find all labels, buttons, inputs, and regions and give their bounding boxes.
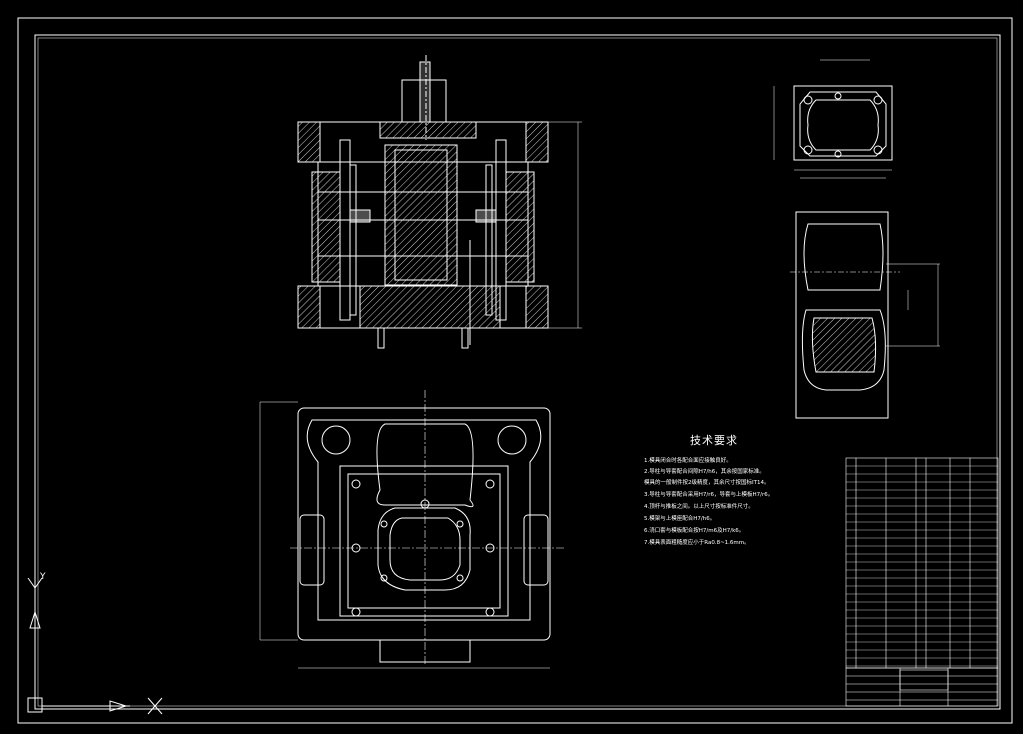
tech-req-line-1: 1.模具闭合时各配合面应接触良好。	[644, 458, 732, 464]
ucs-y-label: Y	[40, 572, 46, 582]
section-view	[297, 55, 582, 349]
tech-requirements-title: 技术要求	[690, 434, 738, 447]
part-section-view	[790, 211, 940, 419]
parts-list-table	[845, 457, 999, 669]
plan-view	[259, 390, 565, 669]
ucs-icon	[27, 577, 163, 715]
outer-frame	[17, 17, 1013, 724]
tech-req-line-6: 5.模架与上模座配合H7/h6。	[644, 516, 716, 522]
title-block	[845, 667, 999, 707]
inner-frame	[34, 34, 1001, 710]
inner-border	[37, 37, 998, 707]
tech-req-line-7: 6.浇口套与模板配合按H7/m6及H7/k6。	[644, 528, 745, 534]
tech-req-line-3: 模具的一般制件按2级精度，其余尺寸按国标IT14。	[644, 480, 770, 486]
tech-req-line-5: 4.顶杆与推板之间。以上尺寸按标准件尺寸。	[644, 504, 754, 510]
tech-req-line-8: 7.模具表面粗糙度应小于Ra0.8~1.6mm。	[644, 540, 750, 546]
tech-req-line-2: 2.导柱与导套配合间隙H7/h6，其余按国家标准。	[644, 469, 765, 475]
part-top-view	[773, 59, 893, 179]
tech-req-line-4: 3.导柱与导套配合采用H7/r6，导套与上模板H7/r6。	[644, 492, 774, 498]
